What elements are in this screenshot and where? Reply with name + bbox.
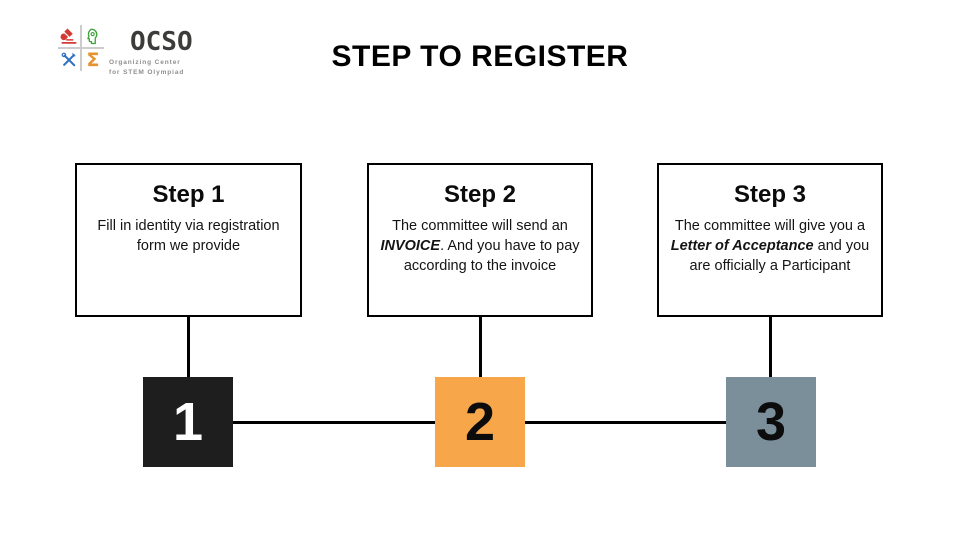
connector-vertical-2 [479, 317, 482, 377]
step-2-box: Step 2 The committee will send an INVOIC… [367, 163, 593, 317]
step-2-number-square: 2 [435, 377, 525, 467]
step-1-heading: Step 1 [152, 181, 225, 208]
step-3-description: The committee will give you a Letter of … [663, 216, 876, 276]
step-3-number-square: 3 [726, 377, 816, 467]
step-1-number-square: 1 [143, 377, 233, 467]
tools-icon [58, 49, 80, 71]
connector-vertical-3 [769, 317, 772, 377]
logo-tagline: Organizing Center for STEM Olympiad [109, 58, 184, 78]
logo-wordmark: OCSO [130, 27, 193, 57]
logo-tagline-line1: Organizing Center [109, 59, 181, 66]
ocso-logo: Σ [58, 25, 104, 71]
step-desc-segment: and you are officially a Participant [689, 238, 870, 274]
sigma-icon: Σ [82, 49, 104, 71]
logo-tagline-line2: for STEM Olympiad [109, 69, 185, 77]
step-2-heading: Step 2 [443, 181, 517, 208]
step-3-box: Step 3 The committee will give you a Let… [657, 163, 883, 317]
slide-title: STEP TO REGISTER [331, 40, 629, 73]
step-desc-segment: . And you have to pay according to the i… [403, 238, 580, 274]
step-1-description: Fill in identity via registration form w… [81, 216, 295, 256]
microscope-icon [58, 25, 80, 47]
connector-horizontal-1-2 [233, 421, 435, 424]
connector-horizontal-2-3 [525, 421, 726, 424]
step-1-box: Step 1 Fill in identity via registration… [75, 163, 302, 317]
head-gear-icon [82, 25, 104, 47]
step-desc-segment: Fill in identity via registration form w… [97, 218, 280, 254]
step-desc-segment: INVOICE [380, 238, 441, 254]
step-desc-segment: Letter of Acceptance [670, 238, 814, 254]
step-2-description: The committee will send an INVOICE. And … [373, 216, 586, 276]
connector-vertical-1 [187, 317, 190, 377]
step-3-heading: Step 3 [733, 181, 807, 208]
step-desc-segment: The committee will send an [392, 218, 568, 234]
step-desc-segment: The committee will give you a [674, 218, 866, 234]
